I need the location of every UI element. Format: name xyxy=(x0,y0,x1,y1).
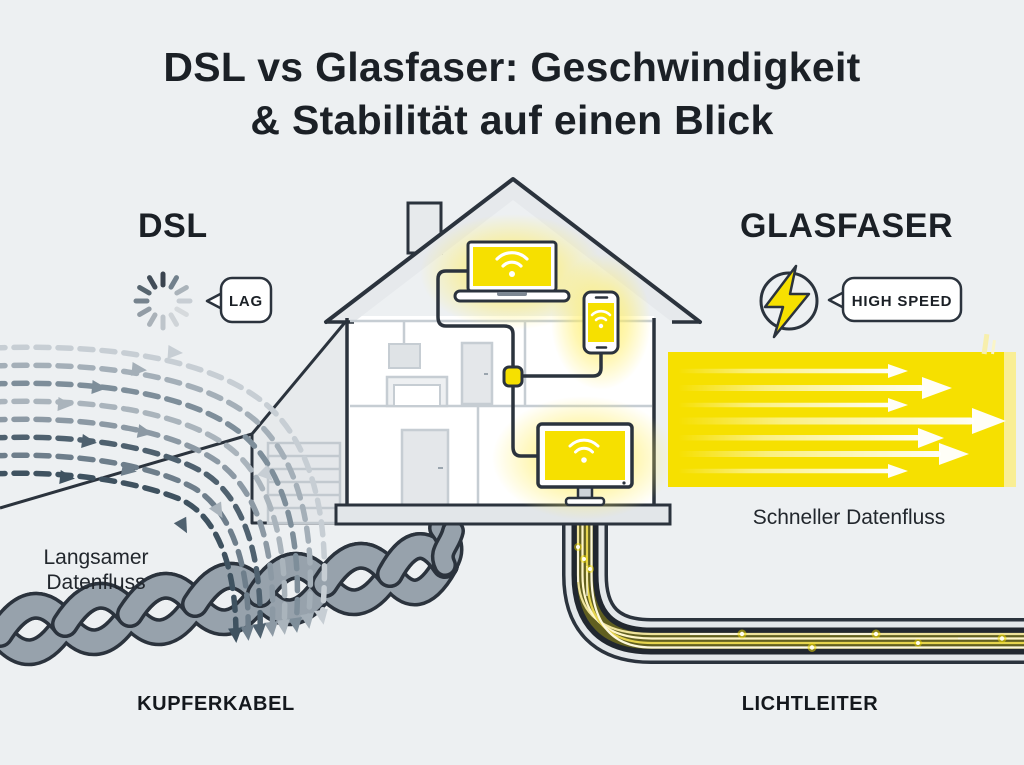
laptop-icon xyxy=(453,240,571,303)
high-speed-speech-bubble: HIGH SPEED xyxy=(827,276,963,323)
title-line1: DSL vs Glasfaser: Geschwindigkeit xyxy=(163,44,860,90)
lower-door xyxy=(400,428,450,507)
slow-dataflow-arrows xyxy=(0,344,328,639)
fast-flow-label: Schneller Datenfluss xyxy=(753,506,946,529)
tv-screen xyxy=(545,431,625,480)
wifi-icon xyxy=(568,438,600,463)
upper-door xyxy=(460,341,494,406)
glasfaser-heading: GLASFASER xyxy=(740,207,953,245)
loading-spinner-icon xyxy=(133,271,193,331)
picture-frame xyxy=(388,343,421,369)
roofline xyxy=(324,177,702,324)
wifi-icon xyxy=(495,251,529,277)
wifi-icon xyxy=(590,309,612,329)
dsl-heading: DSL xyxy=(138,207,208,245)
page-title: DSL vs Glasfaser: Geschwindigkeit & Stab… xyxy=(163,44,860,143)
fiber-cable-illustration xyxy=(562,520,1024,664)
fireplace xyxy=(385,375,449,408)
lichtleiter-label: LICHTLEITER xyxy=(742,693,879,715)
smartphone-icon xyxy=(582,290,620,355)
lag-speech-bubble: LAG xyxy=(205,276,273,324)
fiber-light-pulses xyxy=(574,543,1007,652)
phone-screen xyxy=(588,303,614,342)
speed-arrows xyxy=(678,364,1006,478)
house-illustration xyxy=(324,177,702,526)
fast-dataflow-beam xyxy=(668,333,1016,487)
lag-label: LAG xyxy=(229,293,263,310)
high-speed-label: HIGH SPEED xyxy=(852,293,953,310)
tv-icon xyxy=(536,422,634,507)
kupferkabel-label: KUPFERKABEL xyxy=(137,693,295,715)
slow-flow-label-line1: Langsamer xyxy=(43,546,148,569)
router-node xyxy=(502,365,524,388)
slow-dataflow-arrowheads xyxy=(57,345,328,643)
lightning-bolt-icon xyxy=(759,264,819,339)
copper-cable-illustration xyxy=(0,515,465,667)
home-network-cables xyxy=(436,269,603,458)
title-line2: & Stabilität auf einen Blick xyxy=(250,97,773,143)
slow-flow-label-line2: Datenfluss xyxy=(46,571,145,594)
